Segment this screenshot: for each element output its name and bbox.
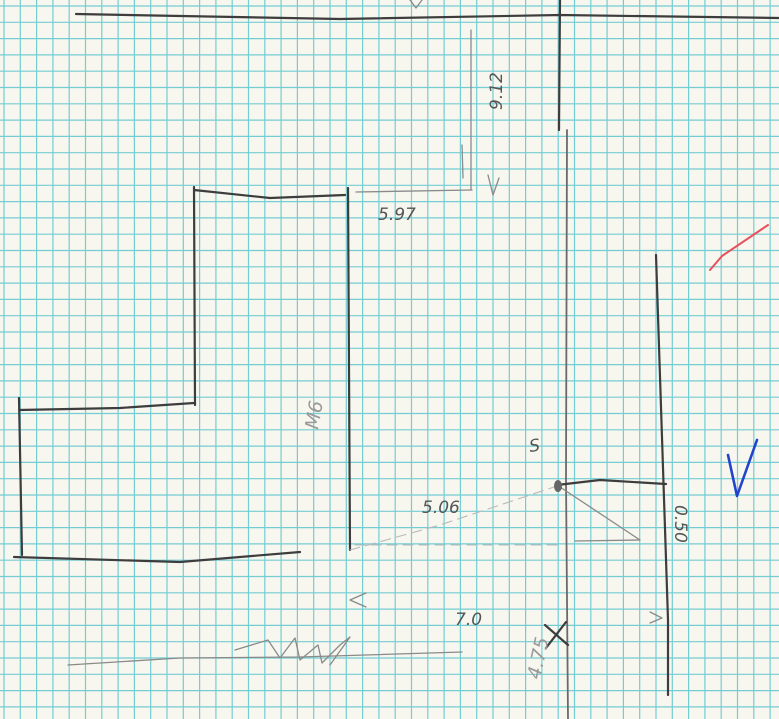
scribble-strike xyxy=(234,636,351,666)
guide-line-1 xyxy=(349,484,561,551)
diagonal-segment xyxy=(556,484,641,542)
label-5-06: 5.06 xyxy=(422,498,460,518)
dimension-arrow-0-50 xyxy=(649,611,663,624)
cross-marker xyxy=(543,620,570,650)
wall-bottom xyxy=(67,651,463,666)
red-check-icon xyxy=(709,224,769,271)
label-5-97: 5.97 xyxy=(378,205,416,225)
wall-vertical-right xyxy=(654,253,670,697)
point-s-marker xyxy=(554,480,562,492)
dimension-arrow-9-12 xyxy=(409,0,500,196)
wall-top xyxy=(74,12,779,21)
wall-vertical-upper xyxy=(557,0,562,132)
wall-segment-right xyxy=(555,478,668,487)
label-0-50: 0.50 xyxy=(670,505,690,543)
dimension-line-9-12 xyxy=(355,29,473,193)
label-m6: M6 xyxy=(301,399,328,431)
label-9-12: 9.12 xyxy=(487,72,507,110)
label-7-0: 7.0 xyxy=(455,610,482,630)
blue-check-icon xyxy=(726,438,759,498)
wall-vertical-long xyxy=(565,129,569,719)
label-point-s: S xyxy=(528,436,542,457)
room-m6-outline xyxy=(192,185,352,552)
room-left-extension xyxy=(12,396,302,564)
dimension-arrow-7-0 xyxy=(349,592,367,608)
